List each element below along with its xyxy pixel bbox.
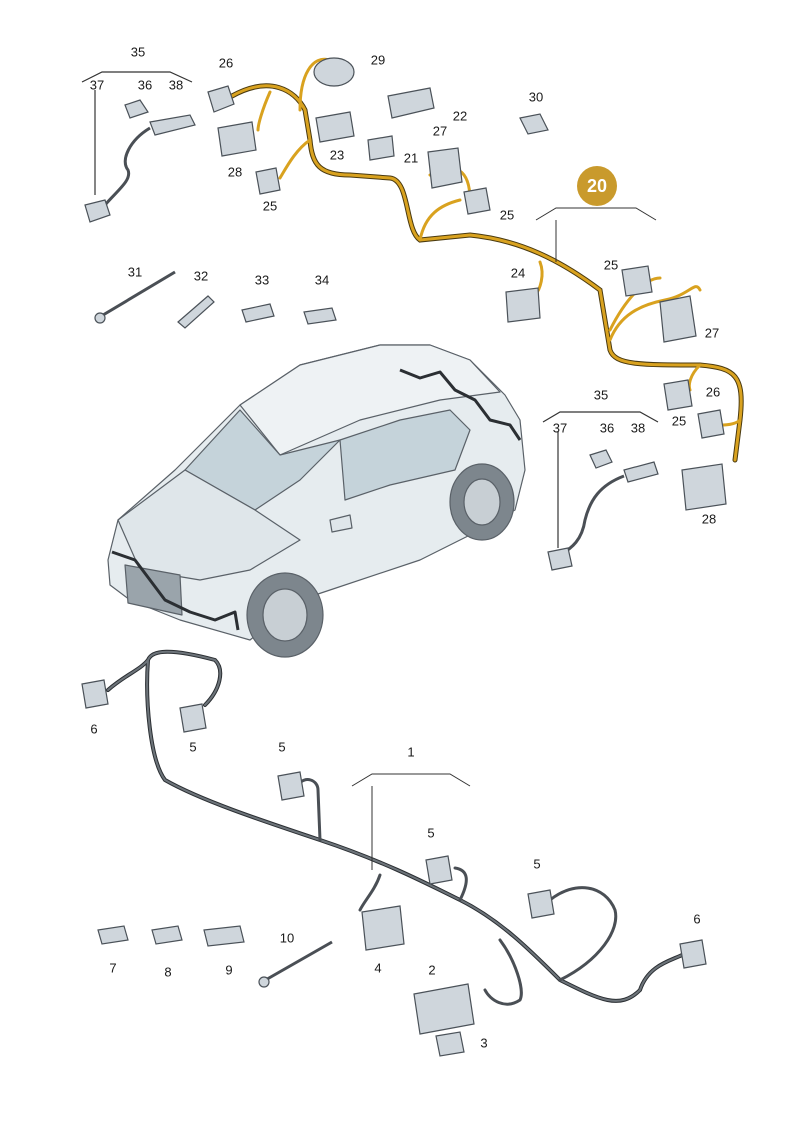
car-illustration	[107, 344, 526, 658]
speed-sensor-38-right	[623, 461, 659, 483]
sensor-holder-36-right	[589, 449, 613, 469]
label-36-left: 36	[137, 77, 153, 93]
sensor-6-right	[679, 939, 707, 969]
sensor-plug-37-right	[547, 547, 573, 571]
connector-28-top	[217, 121, 257, 157]
label-4: 4	[374, 960, 382, 976]
label-27-right: 27	[704, 325, 720, 341]
clip-9	[203, 925, 245, 947]
label-23: 23	[329, 147, 345, 163]
buzzer-29	[313, 57, 355, 87]
label-7: 7	[109, 960, 117, 976]
connector-25-mid	[463, 187, 491, 215]
label-8: 8	[164, 964, 172, 980]
item-35-group-right	[542, 411, 659, 571]
label-3: 3	[480, 1035, 488, 1051]
sensor-5-c	[527, 889, 555, 919]
clip-30	[519, 113, 549, 135]
connector-28-right	[681, 463, 727, 511]
label-6-left: 6	[90, 721, 98, 737]
clip-32	[177, 295, 215, 329]
label-6-right: 6	[693, 911, 701, 927]
clip-3	[435, 1031, 465, 1057]
car-side-windows	[339, 409, 471, 501]
car-rear-harness	[399, 368, 522, 441]
cable-tie-31	[97, 270, 176, 320]
label-2: 2	[428, 962, 436, 978]
label-5-a: 5	[278, 739, 286, 755]
sensor-5-b	[425, 855, 453, 885]
connector-27-top	[427, 147, 463, 189]
car-mirror	[329, 514, 353, 533]
sensor-5-left	[179, 703, 207, 733]
front-bumper-harness	[106, 649, 692, 1006]
label-25-mid: 25	[499, 207, 515, 223]
label-34: 34	[314, 272, 330, 288]
label-36-right: 36	[599, 420, 615, 436]
connector-25-right	[621, 265, 653, 297]
clip-33	[241, 303, 275, 323]
label-32: 32	[193, 268, 209, 284]
module-23	[315, 111, 355, 143]
leader-lines	[351, 207, 657, 870]
sensor-5-a	[277, 771, 305, 801]
connector-26-right	[697, 409, 725, 439]
label-37-left: 37	[89, 77, 105, 93]
label-38-right: 38	[630, 420, 646, 436]
label-5-c: 5	[533, 856, 541, 872]
module-22	[387, 87, 435, 119]
clip-8	[151, 925, 183, 945]
label-10: 10	[279, 930, 295, 946]
connector-4	[361, 905, 405, 951]
label-25-lower: 25	[671, 413, 687, 429]
label-31: 31	[127, 264, 143, 280]
connector-26-top	[207, 85, 235, 113]
label-30: 30	[528, 89, 544, 105]
connector-24	[505, 287, 541, 323]
label-1: 1	[407, 744, 415, 760]
label-25-right: 25	[603, 257, 619, 273]
label-24: 24	[510, 265, 526, 281]
label-33: 33	[254, 272, 270, 288]
label-5-left: 5	[189, 739, 197, 755]
sensor-6-left	[81, 679, 109, 709]
label-38-left: 38	[168, 77, 184, 93]
label-35-left: 35	[130, 44, 146, 60]
sensor-plug-37	[84, 199, 111, 223]
highlight-badge: 20	[577, 166, 617, 206]
connector-27-right	[659, 295, 697, 343]
connector-2	[413, 983, 475, 1035]
label-21: 21	[403, 150, 419, 166]
label-29: 29	[370, 52, 386, 68]
label-26-right: 26	[705, 384, 721, 400]
label-28-right: 28	[701, 511, 717, 527]
cable-tie-10	[261, 940, 333, 984]
label-5-b: 5	[427, 825, 435, 841]
connector-21	[367, 135, 395, 161]
label-28-top: 28	[227, 164, 243, 180]
label-27-top: 27	[432, 123, 448, 139]
clip-34	[303, 307, 337, 325]
connector-parts-top	[207, 57, 727, 511]
speed-sensor-38	[149, 114, 196, 136]
small-parts-31-34	[94, 270, 337, 329]
label-37-right: 37	[552, 420, 568, 436]
label-35-right: 35	[593, 387, 609, 403]
label-22: 22	[452, 108, 468, 124]
sensor-holder-36	[124, 99, 149, 119]
clip-7	[97, 925, 129, 945]
connector-parts-bottom	[81, 679, 707, 1057]
item-35-group-left	[81, 71, 196, 223]
connector-25-lower	[663, 379, 693, 411]
label-25-top: 25	[262, 198, 278, 214]
connector-25-top	[255, 167, 281, 195]
label-26-top: 26	[218, 55, 234, 71]
car-front-harness	[111, 550, 240, 631]
label-9: 9	[225, 962, 233, 978]
